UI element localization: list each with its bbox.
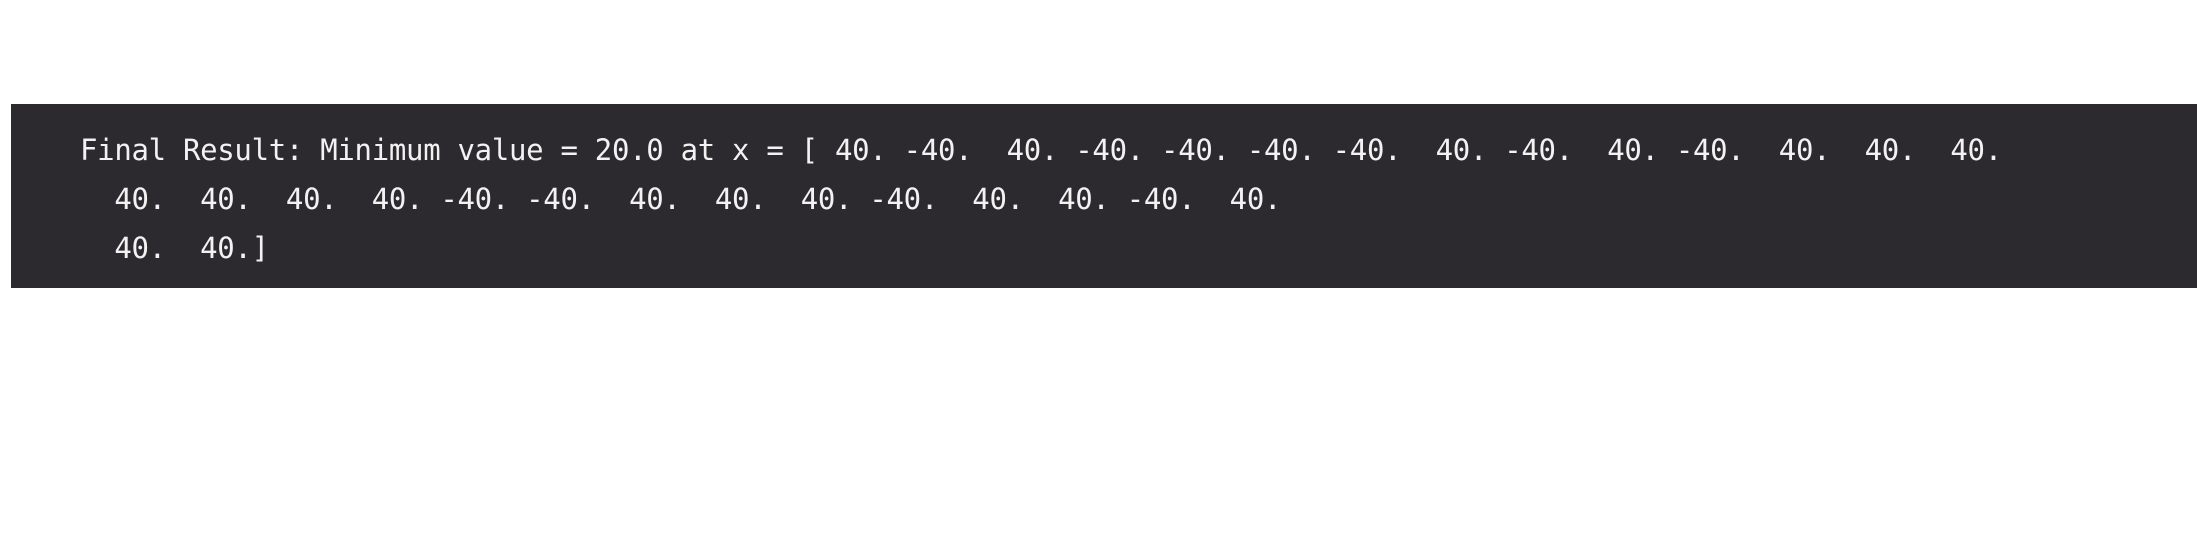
console-output-panel: Final Result: Minimum value = 20.0 at x … [11,104,2197,288]
output-line: 40. 40.] [80,231,269,265]
output-line: 40. 40. 40. 40. -40. -40. 40. 40. 40. -4… [80,182,1282,216]
console-output-text: Final Result: Minimum value = 20.0 at x … [80,126,2197,273]
output-line: Final Result: Minimum value = 20.0 at x … [80,133,2002,167]
